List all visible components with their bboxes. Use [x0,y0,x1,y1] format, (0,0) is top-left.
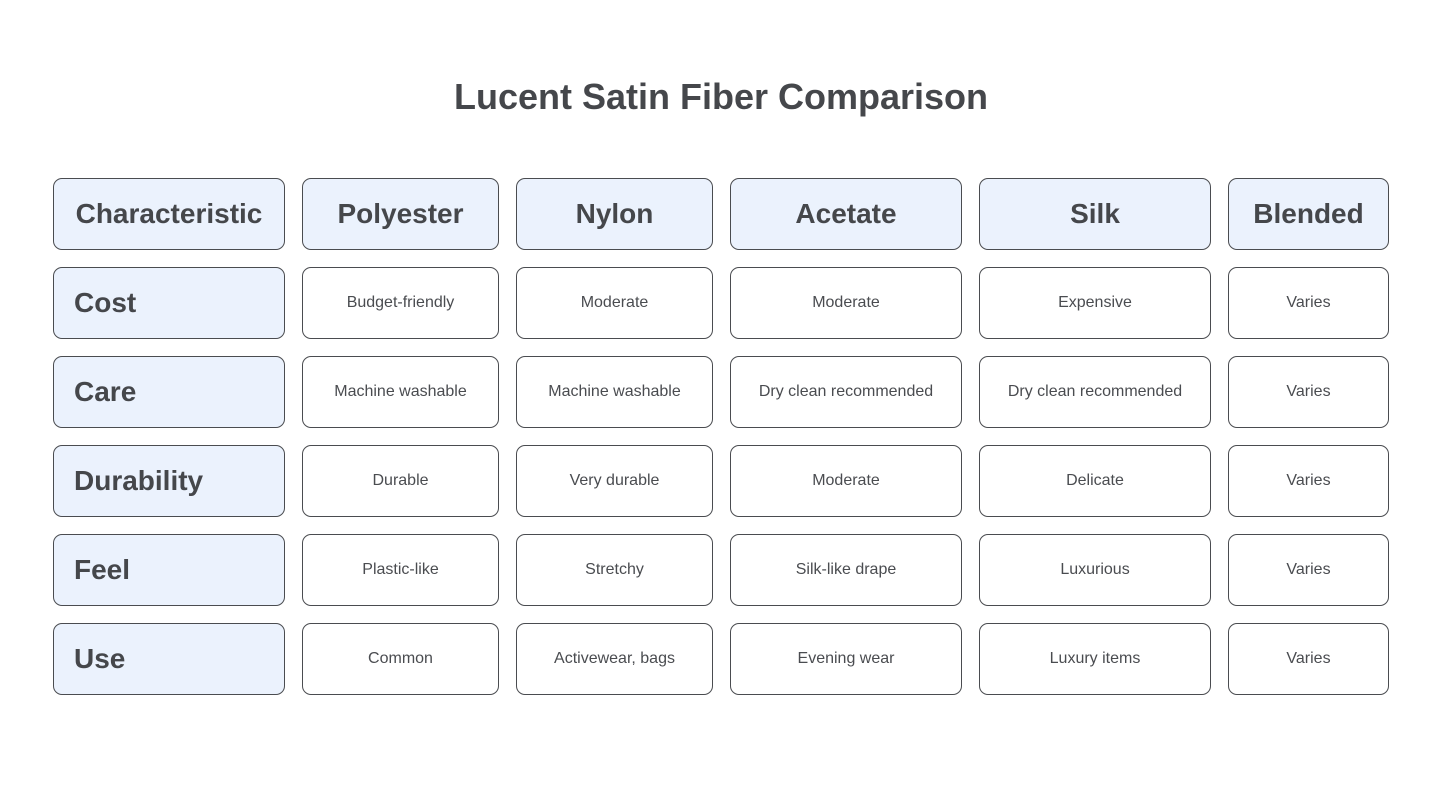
table-cell: Varies [1228,445,1389,517]
table-cell: Durable [302,445,499,517]
table-cell: Varies [1228,267,1389,339]
table-cell: Moderate [730,445,962,517]
table-cell: Very durable [516,445,713,517]
table-cell: Evening wear [730,623,962,695]
table-cell: Stretchy [516,534,713,606]
header-blended: Blended [1228,178,1389,250]
table-cell: Machine washable [302,356,499,428]
table-cell: Luxury items [979,623,1211,695]
header-acetate: Acetate [730,178,962,250]
table-cell: Silk-like drape [730,534,962,606]
header-silk: Silk [979,178,1211,250]
row-label-cost: Cost [53,267,285,339]
table-cell: Varies [1228,534,1389,606]
table-cell: Dry clean recommended [730,356,962,428]
table-cell: Activewear, bags [516,623,713,695]
table-cell: Expensive [979,267,1211,339]
table-cell: Budget-friendly [302,267,499,339]
row-label-care: Care [53,356,285,428]
table-cell: Machine washable [516,356,713,428]
table-cell: Delicate [979,445,1211,517]
row-label-durability: Durability [53,445,285,517]
diagram-title: Lucent Satin Fiber Comparison [453,76,989,117]
row-label-feel: Feel [53,534,285,606]
row-label-use: Use [53,623,285,695]
header-nylon: Nylon [516,178,713,250]
table-cell: Common [302,623,499,695]
table-cell: Luxurious [979,534,1211,606]
table-cell: Plastic-like [302,534,499,606]
table-cell: Moderate [516,267,713,339]
table-cell: Moderate [730,267,962,339]
table-cell: Varies [1228,623,1389,695]
header-polyester: Polyester [302,178,499,250]
table-cell: Varies [1228,356,1389,428]
table-cell: Dry clean recommended [979,356,1211,428]
header-characteristic: Characteristic [53,178,285,250]
